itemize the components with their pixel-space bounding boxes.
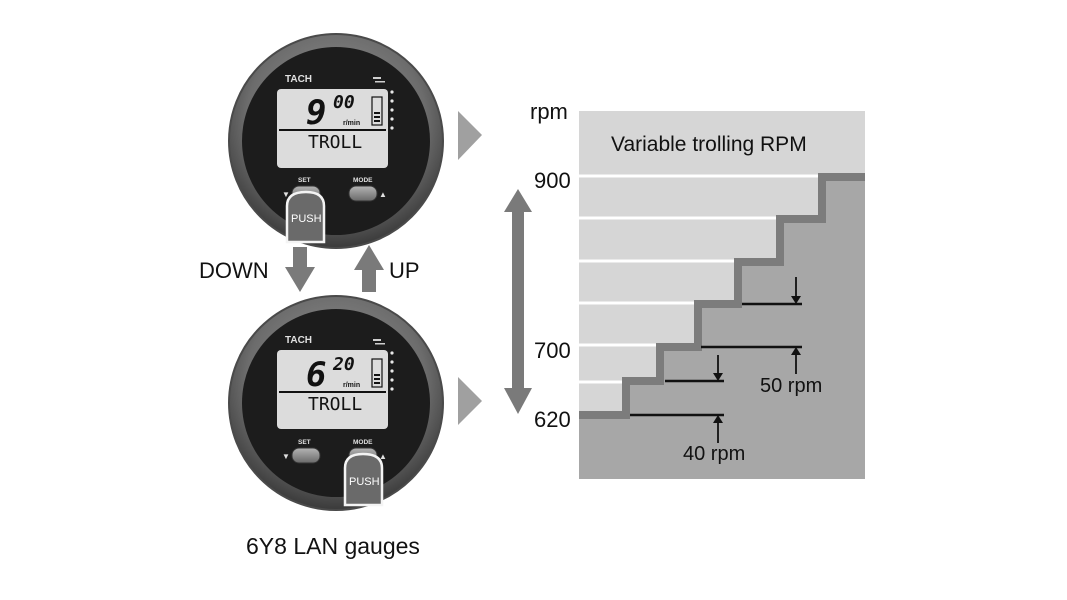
gauge-bottom-mode-text: TROLL	[308, 394, 362, 415]
dimension-40rpm-label: 40 rpm	[683, 443, 745, 465]
chart-step-area	[579, 177, 865, 479]
rpm-step-chart: Variable trolling RPM	[579, 111, 865, 479]
gauge-top-lcd-leds	[390, 90, 394, 130]
gauge-bottom-lcd-leds	[390, 351, 394, 391]
gauge-bottom-brand: TACH	[285, 335, 312, 346]
gauge-bottom-push-label: PUSH	[349, 476, 380, 488]
gauge-top-down-triangle-icon: ▼	[282, 190, 290, 199]
gauge-top-unit: r/min	[343, 120, 360, 127]
gauge-bottom-finger-icon: PUSH	[343, 452, 384, 507]
gauge-bottom-up-triangle-icon: ▲	[379, 452, 387, 461]
gauge-bottom-bargraph	[371, 358, 383, 388]
gauge-top-mode-button[interactable]	[348, 185, 378, 202]
gauge-top-digit-big: 9	[306, 93, 326, 133]
down-label: DOWN	[199, 258, 269, 283]
dimension-40rpm	[630, 355, 724, 443]
gauge-bottom-digit-big: 6	[306, 355, 326, 395]
up-arrow-icon	[354, 245, 384, 292]
up-label: UP	[389, 258, 420, 283]
chart-tick-620: 620	[534, 407, 571, 432]
chart-title: Variable trolling RPM	[611, 133, 807, 156]
gauge-bottom-mode-label: MODE	[353, 439, 373, 446]
gauge-top-up-triangle-icon: ▲	[379, 190, 387, 199]
gauge-top-digit-small: 00	[333, 92, 355, 113]
gauge-bottom-lamp-icon	[373, 339, 385, 345]
chart-tick-700: 700	[534, 338, 571, 363]
gauge-bottom: TACH 6 20 r/min TROLL SET MODE ▼ ▲ PUSH	[228, 295, 444, 511]
gauge-top-brand: TACH	[285, 74, 312, 85]
gauge-top-lcd	[277, 89, 388, 168]
gauge-top-bargraph	[371, 96, 383, 126]
dimension-50rpm	[701, 277, 802, 374]
gauge-bottom-unit: r/min	[343, 382, 360, 389]
pointer-top-chevron-icon	[458, 111, 482, 160]
gauge-bottom-lcd	[277, 350, 388, 429]
gauge-top-set-label: SET	[298, 177, 311, 184]
gauge-top-lamp-icon	[373, 77, 385, 83]
gauge-bottom-down-triangle-icon: ▼	[282, 452, 290, 461]
chart-step-line	[579, 173, 865, 419]
gauge-top-finger-icon: PUSH	[285, 190, 326, 244]
gauge-top-mode-label: MODE	[353, 177, 373, 184]
gauge-top-push-label: PUSH	[291, 213, 322, 225]
dimension-50rpm-label: 50 rpm	[760, 375, 822, 397]
down-arrow-icon	[285, 247, 315, 292]
gauges-caption: 6Y8 LAN gauges	[246, 533, 420, 559]
range-arrow-icon	[504, 189, 532, 414]
gauge-top-mode-text: TROLL	[308, 132, 362, 153]
chart-unit-label: rpm	[530, 99, 568, 124]
chart-tick-900: 900	[534, 168, 571, 193]
gauge-top: TACH 9 00 r/min TROLL SET MODE ▼ ▲	[228, 33, 444, 249]
gauge-bottom-digit-small: 20	[332, 354, 355, 375]
gauge-bottom-set-label: SET	[298, 439, 311, 446]
pointer-bottom-chevron-icon	[458, 377, 482, 425]
gauge-bottom-set-button[interactable]	[291, 447, 321, 464]
